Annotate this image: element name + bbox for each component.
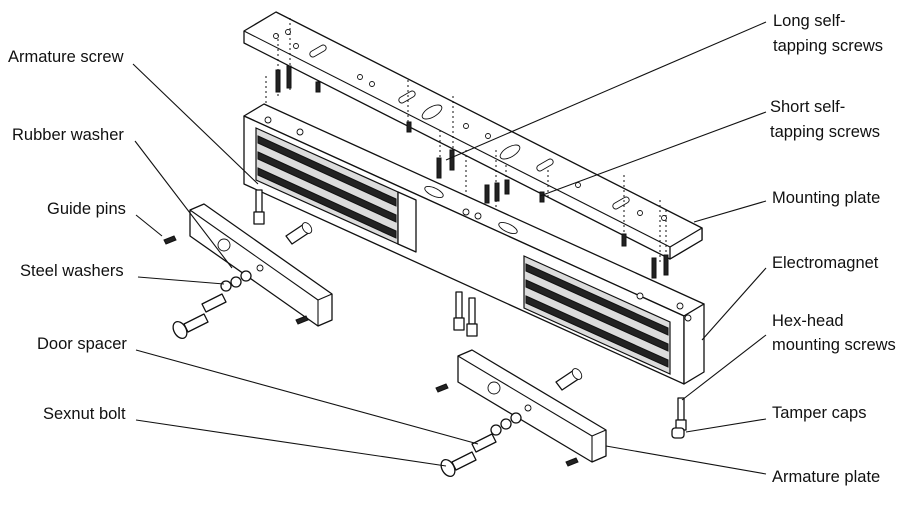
label-armature-screw: Armature screw <box>8 48 124 66</box>
label-guide-pins: Guide pins <box>47 200 126 218</box>
right-guide-pins <box>435 383 579 467</box>
leader-lines <box>132 21 767 475</box>
tamper-caps <box>671 427 685 439</box>
right-washers <box>490 412 522 436</box>
right-armature-screw <box>555 368 583 391</box>
left-washers <box>220 270 252 292</box>
left-sexnut-bolt <box>172 293 227 340</box>
label-mounting-plate: Mounting plate <box>772 189 880 207</box>
left-armature-screw <box>285 222 313 245</box>
label-long-screws-line2: tapping screws <box>773 37 883 55</box>
label-door-spacer: Door spacer <box>37 335 127 353</box>
label-short-screws-line2: tapping screws <box>770 123 880 141</box>
right-armature-plate <box>457 349 607 463</box>
label-sexnut-bolt: Sexnut bolt <box>43 405 126 423</box>
label-steel-washers: Steel washers <box>20 262 124 280</box>
mounting-plate <box>243 11 703 260</box>
label-rubber-washer: Rubber washer <box>12 126 124 144</box>
label-hex-screws-line1: Hex-head <box>772 312 844 330</box>
label-short-screws-line1: Short self- <box>770 98 845 116</box>
label-armature-plate: Armature plate <box>772 468 880 486</box>
label-long-screws-line1: Long self- <box>773 12 845 30</box>
left-armature-plate <box>189 203 333 327</box>
label-electromagnet: Electromagnet <box>772 254 879 272</box>
label-hex-screws-line2: mounting screws <box>772 336 896 354</box>
right-sexnut-bolt <box>440 433 497 478</box>
hex-head-screws <box>253 189 687 431</box>
left-guide-pins <box>163 235 309 325</box>
callout-labels: Armature screw Rubber washer Guide pins … <box>8 12 896 486</box>
label-tamper-caps: Tamper caps <box>772 404 866 422</box>
electromagnet <box>243 103 705 385</box>
self-tapping-screws <box>275 65 669 279</box>
